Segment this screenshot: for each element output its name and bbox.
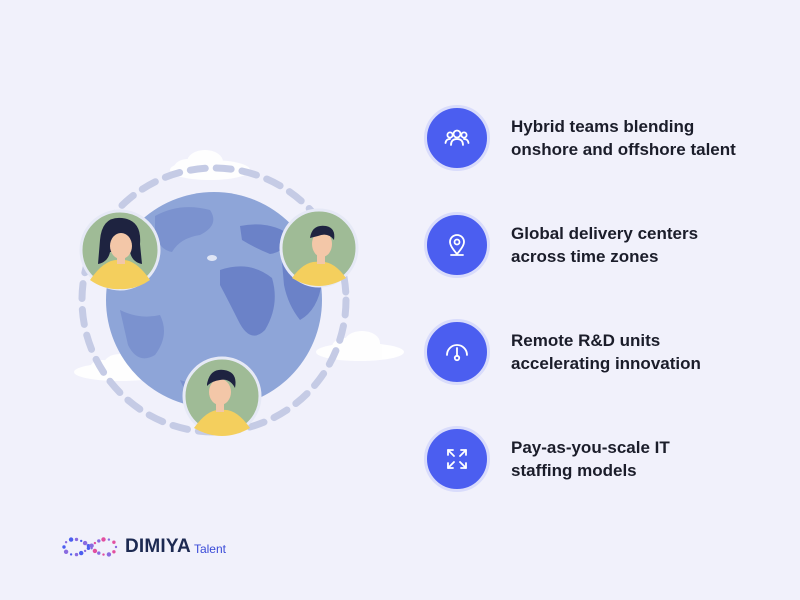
infinity-dots-logo-icon: [62, 537, 118, 557]
logo-dot: [97, 539, 101, 543]
feature-text: Pay-as-you-scale IT staffing models: [511, 436, 761, 482]
logo-dot: [62, 545, 66, 549]
feature-list: Hybrid teams blending onshore and offsho…: [424, 104, 784, 532]
globe-people-graphic: [74, 150, 404, 436]
avatar-man-right: [279, 208, 359, 288]
location-pin-icon: [424, 212, 490, 278]
feature-text: Remote R&D units accelerating innovation: [511, 329, 761, 375]
feature-item-global-delivery: Global delivery centers across time zone…: [424, 211, 784, 279]
gauge-icon: [424, 319, 490, 385]
logo-dot: [112, 550, 116, 554]
logo-dot: [82, 540, 88, 546]
logo-dot: [80, 539, 83, 543]
feature-item-hybrid-teams: Hybrid teams blending onshore and offsho…: [424, 104, 784, 172]
brand-logo: DIMIYA Talent: [60, 531, 226, 563]
logo-dot: [101, 537, 106, 542]
people-group-icon: [424, 105, 490, 171]
logo-dot: [86, 544, 91, 548]
logo-dot: [92, 548, 98, 554]
feature-text: Global delivery centers across time zone…: [511, 222, 761, 268]
feature-line: accelerating innovation: [511, 354, 701, 373]
feature-item-remote-rnd: Remote R&D units accelerating innovation: [424, 318, 784, 386]
cloud-top: [170, 150, 250, 180]
brand-suffix: Talent: [193, 542, 226, 556]
feature-line: Remote R&D units: [511, 331, 661, 350]
logo-dot: [102, 553, 105, 556]
feature-line: Pay-as-you-scale IT: [511, 438, 670, 457]
logo-dot: [114, 545, 118, 549]
avatar-woman: [79, 209, 161, 291]
logo-dot: [97, 551, 101, 555]
logo-dot: [69, 553, 73, 556]
logo-dot: [93, 541, 97, 545]
cloud-right: [316, 331, 404, 361]
logo-dot: [112, 540, 116, 544]
feature-item-pay-as-you-scale: Pay-as-you-scale IT staffing models: [424, 425, 784, 493]
logo-dot: [79, 550, 84, 556]
brand-name: DIMIYA: [125, 536, 191, 557]
feature-line: across time zones: [511, 247, 659, 266]
logo-dot: [63, 549, 69, 554]
logo-dot: [89, 543, 94, 548]
feature-line: Hybrid teams blending: [511, 117, 695, 136]
logo-dot: [83, 549, 87, 553]
expand-arrows-icon: [424, 426, 490, 492]
logo-dot: [68, 537, 74, 542]
logo-dot: [64, 541, 68, 544]
logo-dot: [107, 538, 111, 541]
avatar-man-bottom: [182, 356, 262, 436]
feature-line: Global delivery centers: [511, 224, 699, 243]
logo-dot: [74, 552, 79, 557]
logo-dot: [86, 546, 91, 550]
logo-dot: [106, 552, 112, 557]
globe-illustration: [60, 140, 420, 450]
feature-text: Hybrid teams blending onshore and offsho…: [511, 115, 761, 161]
feature-line: onshore and offshore talent: [511, 140, 736, 159]
logo-dot: [74, 537, 79, 542]
feature-line: staffing models: [511, 461, 637, 480]
